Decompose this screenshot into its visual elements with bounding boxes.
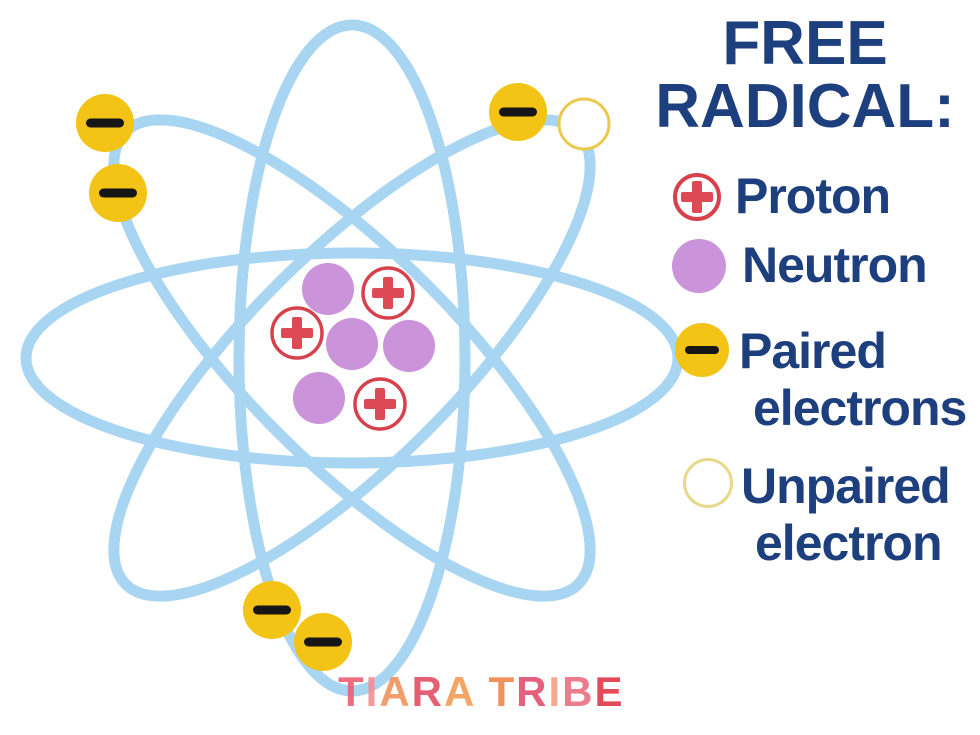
paired-electrons-label: Paired electrons (739, 323, 967, 437)
proton-icon (673, 172, 721, 221)
paired-electron-particle (294, 613, 352, 671)
paired-electron-particle (89, 164, 147, 222)
watermark-letter: T (338, 668, 366, 715)
paired-electrons-line1: Paired (739, 323, 887, 379)
proton-label: Proton (735, 168, 891, 224)
watermark-letter: E (594, 668, 625, 715)
paired-electron-particle (489, 83, 547, 141)
neutron-particle (326, 318, 378, 370)
legend-item-paired-electrons: Paired electrons (675, 323, 967, 437)
watermark-letter: R (516, 668, 549, 715)
proton-particle (270, 306, 324, 360)
unpaired-electron-label: Unpaired electron (741, 458, 951, 572)
watermark-letter: A (379, 668, 412, 715)
unpaired-electron-line2: electron (755, 515, 943, 571)
legend-item-proton: Proton (673, 168, 891, 225)
proton-cross-bar (692, 180, 702, 213)
unpaired-electron-icon (683, 458, 733, 508)
legend-item-unpaired-electron: Unpaired electron (683, 458, 951, 572)
neutron-particle (302, 263, 354, 315)
legend-title: FREE RADICAL: (630, 9, 980, 142)
watermark-letter (475, 668, 489, 715)
neutron-particle (293, 372, 345, 424)
watermark-letter: T (488, 668, 517, 715)
watermark-letter: I (365, 668, 380, 715)
paired-electrons-line2: electrons (753, 380, 967, 436)
watermark-text: TIARA TRIBE (338, 668, 625, 716)
neutron-icon (672, 238, 726, 293)
legend-item-neutron: Neutron (672, 237, 928, 294)
orbit-ellipse (233, 19, 471, 697)
legend-title-line1: FREE (722, 9, 888, 78)
watermark-letter: B (562, 668, 595, 715)
neutron-label: Neutron (742, 237, 928, 293)
unpaired-electron-line1: Unpaired (741, 458, 951, 514)
paired-electron-particle (243, 581, 301, 639)
proton-particle (353, 377, 407, 431)
legend-title-line2: RADICAL: (655, 72, 955, 142)
paired-electron-icon (675, 323, 729, 377)
proton-particle (361, 266, 415, 320)
paired-electron-particle (76, 94, 134, 152)
watermark-letter: I (548, 668, 563, 715)
watermark-letter: A (444, 668, 475, 715)
neutron-particle (383, 320, 435, 372)
watermark-letter: R (411, 668, 445, 715)
unpaired-electron-particle (557, 97, 611, 151)
minus-icon (685, 346, 719, 354)
